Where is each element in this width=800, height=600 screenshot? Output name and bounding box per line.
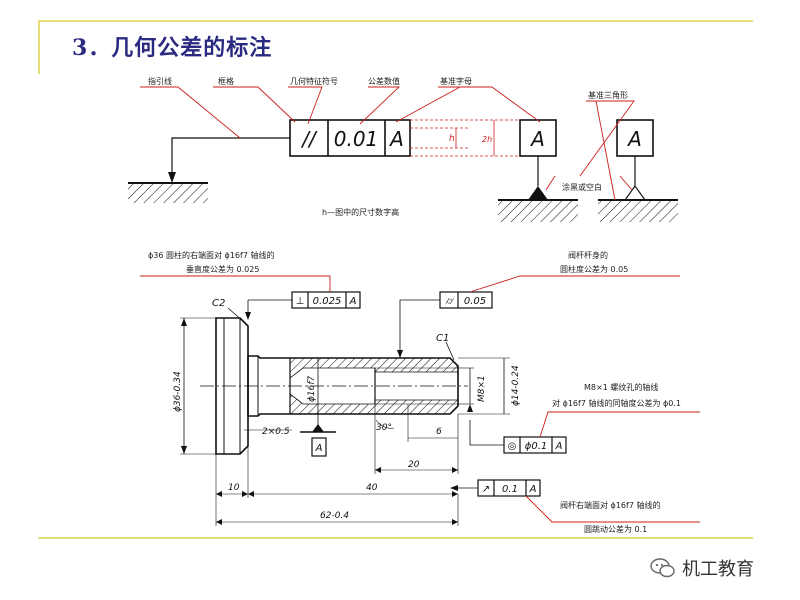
dim-10: 10 [228,483,240,493]
dim-m8x1: M8×1 [477,375,487,402]
runout-symbol: ↗ [482,484,490,495]
part-datum-box [311,437,327,457]
frame-datum: A [388,127,404,151]
ground-hatch-left [128,183,208,203]
datum-triangle-filled [528,186,548,200]
part-drawing: ϕ36-0.34 C2 ϕ16f7 A M8×1 ϕ14-0.24 C1 2×0… [140,250,700,534]
cyl-annotation-2: 圆柱度公差为 0.05 [560,264,628,274]
runout-annotation-1: 阀杆右端面对 ϕ16f7 轴线的 [560,500,660,510]
cyl-symbol: ⌭ [445,296,454,307]
part-datum-letter: A [315,443,323,454]
perp-datum: A [349,296,357,307]
label-leader-line: 指引线 [148,76,172,86]
watermark-text: 机工教育 [682,559,754,580]
dim-30deg: 30° [376,423,392,433]
frame-value: 0.01 [334,127,379,151]
page-title: 3．几何公差的标注 [72,35,273,61]
runout-datum: A [529,484,537,495]
red-label-leaders [140,86,635,201]
bottom-rule [38,537,753,539]
perp-symbol: ⊥ [296,296,305,307]
watermark: 机工教育 [650,555,754,581]
dim-2x05: 2×0.5 [262,427,290,437]
ground-hatch-right [598,200,678,222]
frame-symbol: // [300,127,318,151]
perp-annotation-1: ϕ36 圆柱的右端面对 ϕ16f7 轴线的 [148,250,274,260]
h-markings [410,119,520,157]
datum-triangle-open [623,184,647,201]
dim-c1: C1 [436,333,449,344]
runout-annotation-2: 圆跳动公差为 0.1 [584,524,647,534]
dim-62: 62-0.4 [320,511,349,521]
dim-d14: ϕ14-0.24 [511,365,521,406]
top-tolerance-frame: // 0.01 A [289,119,411,157]
dim-d16f7: ϕ16f7 [307,375,317,402]
dim-c2: C2 [212,298,225,309]
top-rule [38,20,753,22]
wechat-icon [650,558,675,578]
label-frame: 框格 [218,76,234,86]
cyl-annotation-1: 阀杆杆身的 [568,250,608,260]
runout-frame: ↗ 0.1 A [477,479,541,497]
dim-20: 20 [408,460,420,470]
perp-frame: ⊥ 0.025 A [291,291,361,309]
coax-value: ϕ0.1 [525,441,548,452]
datum-box-2-letter: A [626,127,642,151]
left-accent-bar [38,22,40,74]
perp-annotation-2: 垂直度公差为 0.025 [186,264,259,274]
ground-hatch-mid [498,200,578,222]
coax-frame: ◎ ϕ0.1 A [503,436,567,454]
dim-d36: ϕ36-0.34 [173,371,183,412]
cyl-value: 0.05 [464,296,486,307]
runout-value: 0.1 [502,484,518,495]
dim-40: 40 [366,483,378,493]
top-diagram: // 0.01 A h 2h A A [128,76,678,222]
label-tol-value: 公差数值 [368,76,400,86]
h-label: h [449,134,455,144]
label-datum-triangle: 基准三角形 [588,90,628,100]
label-char-symbol: 几何特征符号 [290,76,338,86]
leader-line [171,137,290,176]
leader-arrow [168,172,176,183]
coax-symbol: ◎ [508,441,517,452]
cyl-frame: ⌭ 0.05 [439,291,493,309]
section-hatch [289,357,459,415]
perp-value: 0.025 [313,296,342,307]
datum-box-letter: A [529,127,545,151]
coax-annotation-2: 对 ϕ16f7 轴线的同轴度公差为 ϕ0.1 [552,398,681,408]
coax-annotation-1: M8×1 螺纹孔的轴线 [584,382,658,392]
label-fill-note: 涂黑或空白 [562,182,602,192]
label-datum-letter: 基准字母 [440,76,472,86]
label-h-note: h—图中的尺寸数字高 [322,207,399,217]
two-h-label: 2h [482,135,492,144]
red-annotation-leaders [140,275,700,523]
coax-datum: A [555,441,563,452]
dim-6: 6 [436,427,442,437]
